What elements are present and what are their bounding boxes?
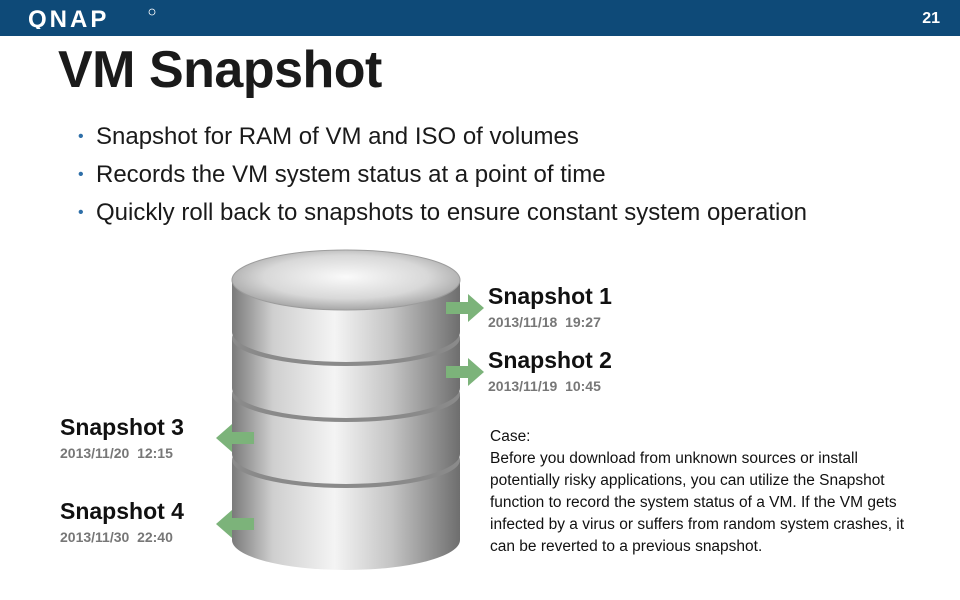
- case-description: Case: Before you download from unknown s…: [490, 426, 930, 558]
- header-bar: QNAP 21: [0, 0, 960, 36]
- snapshot-4-label: Snapshot 4 2013/11/30 22:40: [60, 498, 184, 545]
- page-number: 21: [922, 10, 940, 27]
- snapshot-3-label: Snapshot 3 2013/11/20 12:15: [60, 414, 184, 461]
- case-text: Before you download from unknown sources…: [490, 450, 905, 555]
- snapshot-date: 2013/11/18 19:27: [488, 314, 601, 330]
- snapshot-name: Snapshot 2: [488, 347, 612, 373]
- case-label: Case:: [490, 428, 531, 445]
- bullet-list: Snapshot for RAM of VM and ISO of volume…: [78, 118, 807, 232]
- bullet-item: Records the VM system status at a point …: [78, 156, 807, 194]
- bullet-item: Snapshot for RAM of VM and ISO of volume…: [78, 118, 807, 156]
- snapshot-name: Snapshot 4: [60, 498, 184, 524]
- arrow-right-icon: [446, 358, 484, 386]
- snapshot-name: Snapshot 3: [60, 414, 184, 440]
- bullet-item: Quickly roll back to snapshots to ensure…: [78, 194, 807, 232]
- svg-text:QNAP: QNAP: [28, 7, 109, 29]
- arrow-right-icon: [446, 294, 484, 322]
- snapshot-date: 2013/11/19 10:45: [488, 378, 601, 394]
- snapshot-name: Snapshot 1: [488, 283, 612, 309]
- snapshot-2-label: Snapshot 2 2013/11/19 10:45: [488, 347, 612, 394]
- snapshot-1-label: Snapshot 1 2013/11/18 19:27: [488, 283, 612, 330]
- qnap-logo: QNAP: [28, 7, 156, 29]
- snapshot-date: 2013/11/20 12:15: [60, 445, 173, 461]
- snapshot-date: 2013/11/30 22:40: [60, 529, 173, 545]
- page-title: VM Snapshot: [58, 41, 382, 99]
- arrow-left-icon: [216, 510, 254, 538]
- arrow-left-icon: [216, 424, 254, 452]
- database-stack-icon: [231, 249, 461, 570]
